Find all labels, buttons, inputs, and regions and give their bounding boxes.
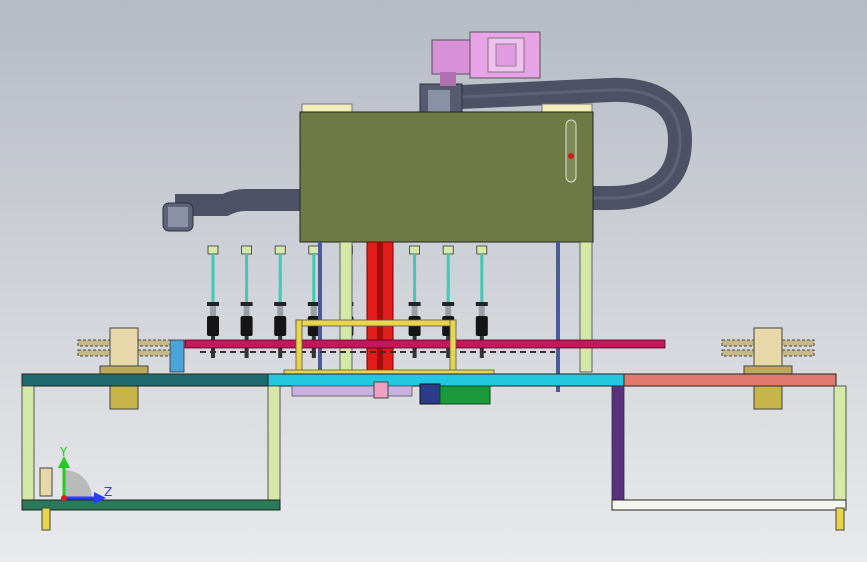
right-hose bbox=[419, 77, 693, 210]
left-sprocket bbox=[77, 327, 171, 410]
center-bracket bbox=[283, 319, 495, 377]
y-axis-label: Y bbox=[59, 445, 68, 459]
z-axis-label: Z bbox=[104, 485, 112, 499]
z-axis-arrow bbox=[94, 492, 106, 504]
right-frame bbox=[611, 385, 847, 531]
motor bbox=[431, 31, 541, 86]
left-frame bbox=[21, 385, 281, 531]
axis-triad-plane bbox=[64, 470, 92, 498]
y-axis-arrow bbox=[58, 456, 70, 468]
axis-triad: Y Z bbox=[58, 445, 112, 504]
right-sprocket bbox=[721, 327, 815, 410]
left-hose bbox=[162, 189, 300, 232]
tank-cap-right bbox=[541, 103, 593, 113]
filling-nozzle bbox=[475, 245, 488, 358]
tank-cap-left bbox=[301, 103, 353, 113]
table-top bbox=[21, 373, 837, 387]
support-posts bbox=[318, 241, 593, 392]
conveyor-rail bbox=[169, 339, 666, 373]
center-column bbox=[366, 241, 394, 373]
drive-assembly bbox=[291, 381, 491, 405]
hopper-tank bbox=[299, 111, 594, 243]
